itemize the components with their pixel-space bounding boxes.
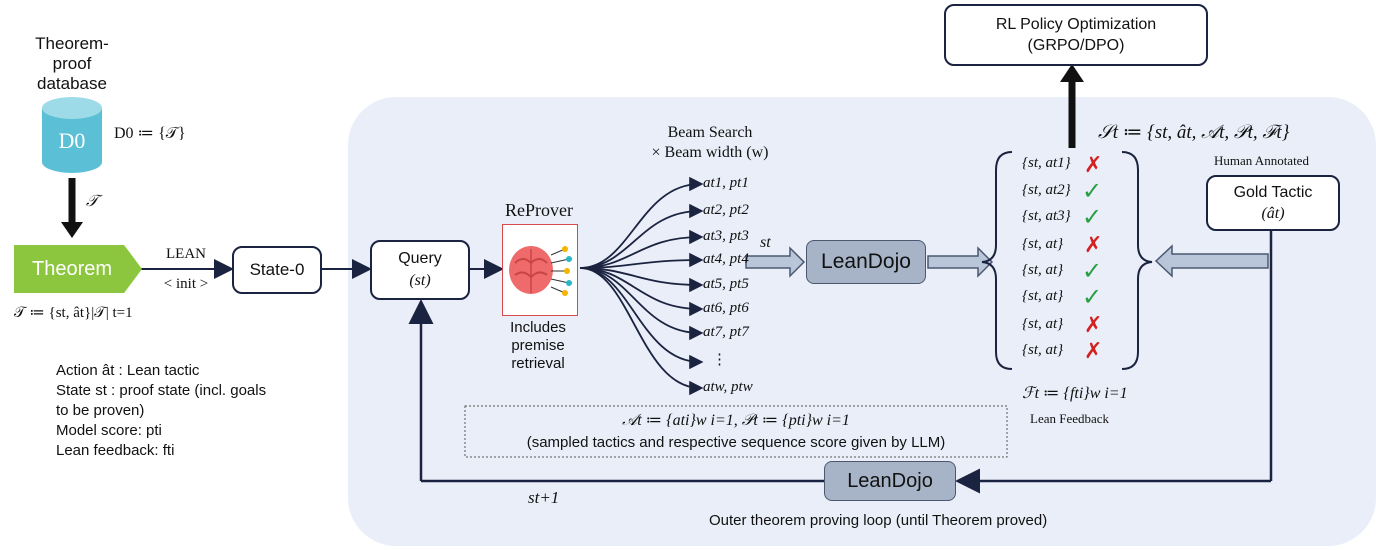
database-title: Theorem- proof database <box>22 34 122 94</box>
state0-node: State-0 <box>232 246 322 294</box>
st-arrow-label: st <box>760 234 771 251</box>
check-mark-icon: ✓ <box>1082 204 1103 231</box>
legend-line: to be proven) <box>56 402 145 419</box>
legend-line: State st : proof state (incl. goals <box>56 382 267 399</box>
gold-to-feedback-block-arrow <box>1154 244 1269 278</box>
database-title-line: Theorem- <box>35 34 109 53</box>
loop-caption: Outer theorem proving loop (until Theore… <box>709 512 1048 529</box>
database-definition: D0 ≔ {𝒯} <box>114 125 186 142</box>
database-cylinder-icon <box>42 97 102 173</box>
query-node: Query (st) <box>370 240 470 300</box>
lean-init-top: LEAN <box>166 246 206 262</box>
theorem-definition: 𝒯 ≔ {st, ât}|𝒯| t=1 <box>14 305 133 321</box>
sampled-line1: 𝒜t ≔ {ati}w i=1, 𝒫t ≔ {pti}w i=1 <box>622 412 850 429</box>
leandojo-to-feedback-block-arrow <box>927 246 994 278</box>
beam-output: at7, pt7 <box>703 324 749 340</box>
feedback-pair: {st, at} <box>1022 262 1064 278</box>
leandojo-top-label: LeanDojo <box>821 250 911 273</box>
state0-label: State-0 <box>249 260 305 279</box>
reprover-caption-line: Includes <box>510 319 566 336</box>
beam-fan <box>579 176 704 396</box>
feedback-caption: Lean Feedback <box>1030 411 1110 426</box>
beam-output: at1, pt1 <box>703 175 749 191</box>
query-line1: Query <box>398 250 442 267</box>
x-mark-icon: ✗ <box>1084 338 1103 363</box>
feedback-pair: {st, at} <box>1022 288 1064 304</box>
database-cylinder-label: D0 <box>58 128 86 153</box>
legend-line: Action ât : Lean tactic <box>56 362 200 379</box>
database-title-line: database <box>37 74 107 93</box>
database-title-line: proof <box>52 54 92 73</box>
gold-line2: (ât) <box>1261 205 1285 222</box>
reprover-caption-line: retrieval <box>511 355 565 372</box>
legend-line: Lean feedback: fti <box>56 442 175 459</box>
check-mark-icon: ✓ <box>1082 258 1103 285</box>
query-line2: (st) <box>409 272 431 289</box>
feedback-pair: {st, at1} <box>1022 155 1071 171</box>
feedback-pair: {st, at} <box>1022 236 1064 252</box>
check-mark-icon: ✓ <box>1082 178 1103 205</box>
right-brace <box>1121 151 1153 370</box>
beam-output: atw, ptw <box>703 379 753 395</box>
x-mark-icon: ✗ <box>1084 152 1103 177</box>
feedback-pair: {st, at} <box>1022 316 1064 332</box>
gold-line1: Gold Tactic <box>1233 184 1313 201</box>
beam-output: ⋮ <box>712 352 727 368</box>
left-brace <box>981 151 1013 370</box>
leandojo-bottom-node: LeanDojo <box>824 461 956 501</box>
x-mark-icon: ✗ <box>1084 232 1103 257</box>
reprover-caption: Includes premise retrieval <box>488 319 588 373</box>
x-mark-icon: ✗ <box>1084 312 1103 337</box>
legend: Action ât : Lean tactic State st : proof… <box>56 361 266 461</box>
st1-label: st+1 <box>528 488 560 507</box>
rl-policy-node: RL Policy Optimization (GRPO/DPO) <box>944 4 1208 66</box>
reprover-title: ReProver <box>505 200 573 220</box>
theorem-label: Theorem <box>32 257 113 280</box>
beam-title-line2: × Beam width (w) <box>651 144 769 161</box>
st-set-definition: 𝒮t ≔ {st, ât, 𝒜t, 𝒫t, ℱt} <box>1098 122 1290 143</box>
beam-output: at6, pt6 <box>703 300 749 316</box>
beam-title-line1: Beam Search <box>667 124 753 141</box>
gold-tactic-node: Gold Tactic (ât) <box>1206 175 1340 231</box>
brain-icon <box>509 246 572 296</box>
to-leandojo-block-arrow <box>745 246 806 278</box>
sampled-box-border <box>464 405 1008 458</box>
theorem-node: Theorem <box>14 245 142 293</box>
rl-policy-line1: RL Policy Optimization <box>995 16 1157 33</box>
sampled-line2: (sampled tactics and respective sequence… <box>526 434 946 451</box>
beam-output: at4, pt4 <box>703 251 749 267</box>
feedback-definition: ℱt ≔ {fti}w i=1 <box>1022 385 1128 402</box>
lean-init-bottom: < init > <box>163 276 209 292</box>
feedback-pair: {st, at} <box>1022 342 1064 358</box>
beam-output: at3, pt3 <box>703 228 749 244</box>
database-arrow-label: 𝒯 <box>86 193 99 210</box>
reprover-image <box>502 224 578 316</box>
gold-annotation: Human Annotated <box>1214 153 1309 168</box>
leandojo-top-node: LeanDojo <box>806 240 926 284</box>
reprover-caption-line: premise <box>511 337 565 354</box>
rl-policy-line2: (GRPO/DPO) <box>1027 37 1125 54</box>
feedback-pair: {st, at2} <box>1022 182 1071 198</box>
beam-output: at2, pt2 <box>703 202 749 218</box>
beam-output: at5, pt5 <box>703 276 749 292</box>
legend-line: Model score: pti <box>56 422 162 439</box>
leandojo-bottom-label: LeanDojo <box>847 469 933 492</box>
check-mark-icon: ✓ <box>1082 284 1103 311</box>
feedback-pair: {st, at3} <box>1022 208 1071 224</box>
